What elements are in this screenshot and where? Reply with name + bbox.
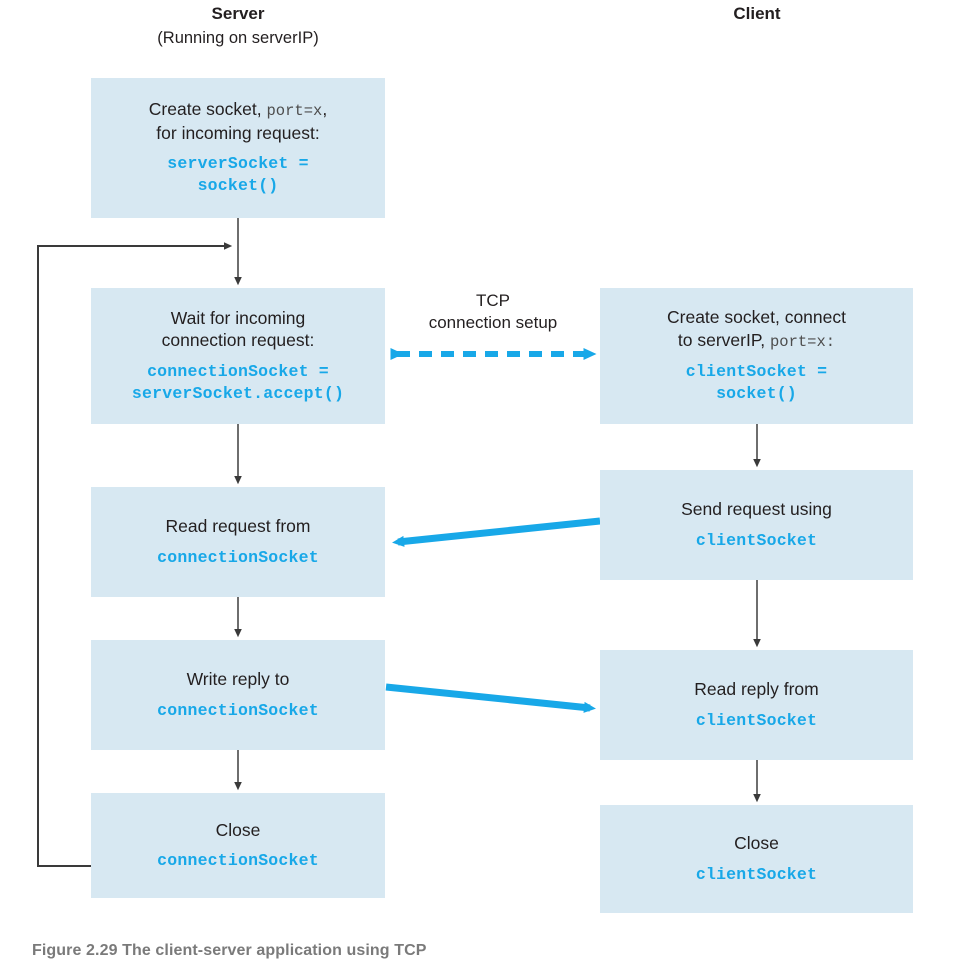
column-title-server: Server — [211, 4, 265, 23]
node-client-read-reply[interactable]: Read reply from clientSocket — [600, 650, 913, 760]
node-label-plain: Close — [216, 819, 261, 842]
link-reply-flow — [385, 683, 596, 713]
node-text-pre: Create socket, — [148, 99, 267, 120]
node-label-plain: Close — [734, 832, 779, 855]
node-label-code: clientSocket — [695, 530, 818, 550]
node-label-code: connectionSocket — [157, 700, 319, 720]
node-label-plain: Send request using — [681, 498, 832, 521]
node-text-pre: Send request using — [681, 499, 832, 520]
node-label-code: clientSocket — [695, 710, 818, 730]
node-label-plain: Read request from — [166, 515, 311, 538]
node-server-write-reply[interactable]: Write reply to connectionSocket — [91, 640, 385, 750]
node-text-post: , for incoming request: — [156, 99, 328, 143]
node-text-pre: Write reply to — [186, 669, 290, 690]
node-label-plain: Create socket, port=x, for incoming requ… — [149, 98, 327, 144]
node-label-code: connectionSocket — [157, 547, 319, 567]
node-label-plain: Read reply from — [694, 678, 819, 701]
node-label-code: clientSocket — [695, 864, 818, 884]
node-text-mono: port=x: — [769, 333, 836, 352]
node-text-pre: Close — [734, 833, 779, 854]
node-client-create-socket[interactable]: Create socket, connect to serverIP, port… — [600, 288, 913, 424]
node-label-code: serverSocket = socket() — [167, 154, 309, 196]
node-text-pre: Create socket, connect to serverIP, — [667, 307, 846, 351]
node-text-pre: Wait for incoming connection request: — [161, 307, 315, 351]
column-subtitle-server: (Running on serverIP) — [157, 28, 319, 47]
node-server-create-socket[interactable]: Create socket, port=x, for incoming requ… — [91, 78, 385, 218]
node-text-pre: Read reply from — [694, 679, 819, 700]
node-label-code: connectionSocket = serverSocket.accept() — [131, 362, 345, 404]
node-label-plain: Wait for incoming connection request: — [162, 307, 315, 353]
node-server-read-request[interactable]: Read request from connectionSocket — [91, 487, 385, 597]
node-client-close[interactable]: Close clientSocket — [600, 805, 913, 913]
node-text-pre: Read request from — [165, 516, 311, 537]
node-server-wait-connection[interactable]: Wait for incoming connection request: co… — [91, 288, 385, 424]
link-label-tcp-setup: TCP connection setup — [428, 291, 558, 333]
column-header-client: Client — [607, 2, 907, 27]
link-request-flow — [392, 517, 601, 547]
flow-server-loop-back — [37, 242, 233, 867]
figure-caption: Figure 2.29 The client-server applicatio… — [32, 942, 427, 959]
node-label-plain: Create socket, connect to serverIP, port… — [667, 306, 846, 352]
node-label-plain: Write reply to — [187, 668, 290, 691]
node-label-code: connectionSocket — [157, 851, 319, 871]
node-client-send-request[interactable]: Send request using clientSocket — [600, 470, 913, 580]
node-text-mono: port=x — [266, 102, 323, 121]
column-title-client: Client — [733, 4, 781, 23]
column-header-server: Server (Running on serverIP) — [88, 2, 388, 51]
node-label-code: clientSocket = socket() — [685, 362, 828, 404]
node-server-close[interactable]: Close connectionSocket — [91, 793, 385, 898]
node-text-pre: Close — [215, 819, 261, 840]
